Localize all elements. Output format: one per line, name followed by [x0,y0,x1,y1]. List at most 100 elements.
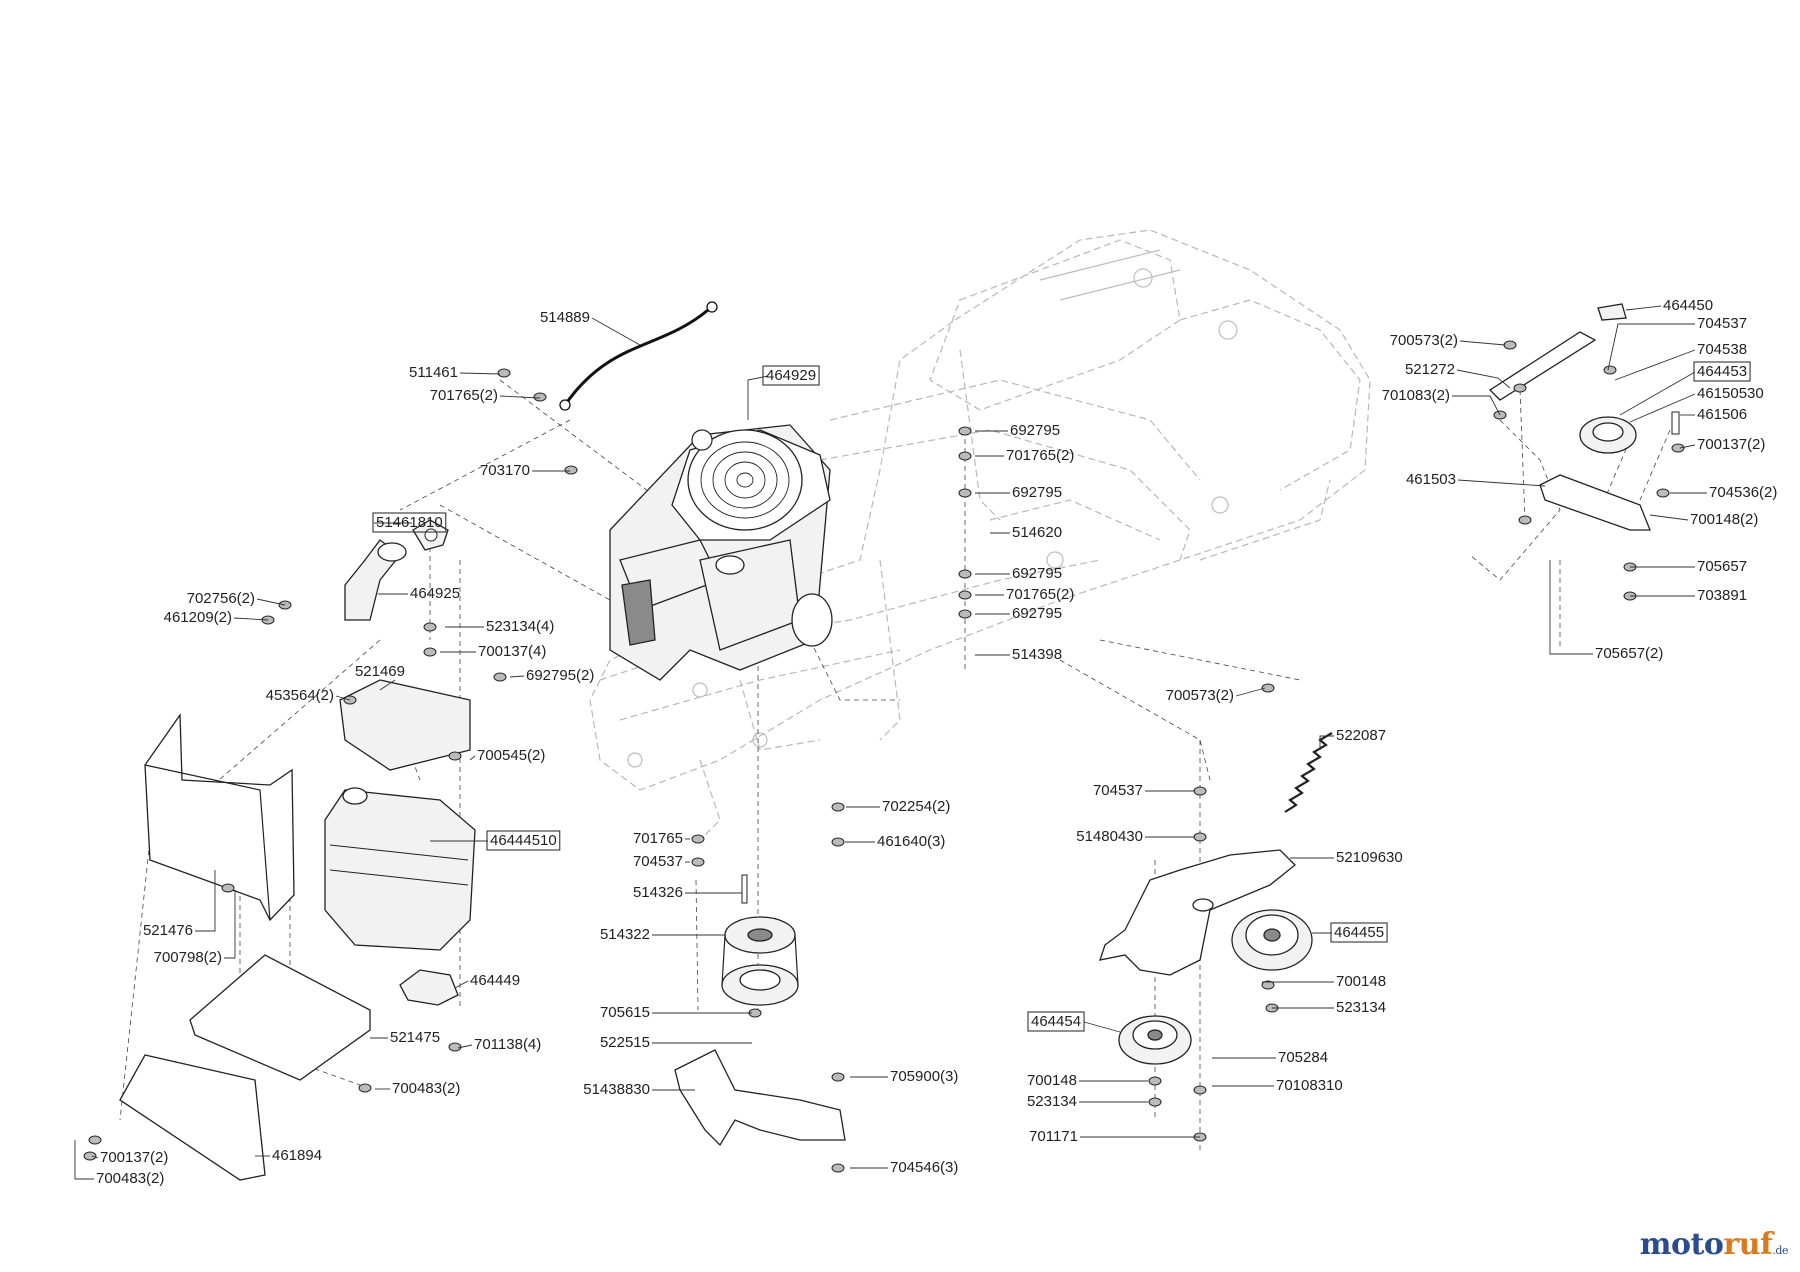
part-number-label: 705900(3) [890,1068,958,1085]
part-number-label: 700148(2) [1690,511,1758,528]
part-number-label: 705615 [600,1004,650,1021]
part-number-label: 51438830 [583,1081,650,1098]
pin-461506 [1671,411,1680,435]
fastener-icon [958,590,972,600]
part-number-label: 521476 [143,922,193,939]
part-number-label: 701765(2) [1006,586,1074,603]
leader-line [591,317,641,346]
fastener-icon [831,802,845,812]
idler-pulley-lower [1118,1015,1192,1065]
part-number-label: 52109630 [1336,849,1403,866]
part-number-label: 521469 [355,663,405,680]
brand-watermark: motoruf.de [1639,1227,1789,1262]
fastener-icon [358,1083,372,1093]
engine-pulley [721,916,799,1006]
label-box [762,365,820,386]
part-number-label: 701138(4) [474,1036,541,1053]
leader-line [1629,393,1696,423]
part-number-label: 514889 [540,309,590,326]
fastener-icon [1518,515,1532,525]
leader-line [1083,1021,1121,1033]
part-number-label: 700545(2) [477,747,545,764]
leader-line [509,675,525,678]
fastener-icon [497,368,511,378]
leader-line [1607,323,1695,371]
idler-arm [1099,849,1296,976]
part-number-label: 523134 [1336,999,1386,1016]
part-number-label: 70108310 [1276,1077,1343,1094]
fastener-icon [564,465,578,475]
leader-line [1456,369,1511,389]
engine-fan-grille [700,441,790,519]
fastener-icon [448,1042,462,1052]
part-number-label: 702756(2) [187,590,255,607]
leader-line [1319,735,1334,750]
leader-line [224,890,236,959]
part-labels: 514889511461701765(2)4649297031705146181… [74,297,1777,1187]
part-number-label: 704546(3) [890,1159,958,1176]
fastener-icon [958,451,972,461]
part-number-label: 514326 [633,884,683,901]
part-number-label: 523134(4) [486,618,554,635]
part-number-label: 521475 [390,1029,440,1046]
leader-line [459,372,501,375]
fastener-icon [1603,365,1617,375]
part-number-label: 701083(2) [1382,387,1450,404]
part-number-label: 702254(2) [882,798,950,815]
fastener-icon [423,622,437,632]
part-number-label: 704537 [1697,315,1747,332]
fastener-icon [831,1163,845,1173]
leader-line [1649,514,1689,521]
clip-464450 [1597,303,1627,321]
lower-plate [189,954,371,1081]
fastener-icon [958,426,972,436]
part-number-label: 704538 [1697,341,1747,358]
leader-line [1459,340,1506,346]
fastener-icon [1193,786,1207,796]
leader-line [1457,479,1546,487]
exhaust-clamp [399,969,459,1006]
leader-line [1452,395,1501,416]
part-number-label: 700483(2) [392,1080,460,1097]
right-bracket [1539,474,1651,531]
fastener-icon [1193,832,1207,842]
part-number-label: 700148 [1027,1072,1077,1089]
part-number-label: 700483(2) [96,1170,164,1187]
fastener-icon [1656,488,1670,498]
idler-pulley-upper [1231,909,1313,971]
part-number-label: 46444510 [490,832,557,849]
label-box [486,830,561,851]
fastener-icon [1261,980,1275,990]
rear-bracket-521272 [1488,331,1597,401]
part-number-label: 461506 [1697,406,1747,423]
leader-line [335,695,351,701]
fastener-icon [958,488,972,498]
leader-line [379,679,396,691]
part-number-label: 700137(2) [100,1149,168,1166]
part-number-label: 704537 [633,853,683,870]
part-number-label: 461503 [1406,471,1456,488]
leader-line [1614,349,1696,381]
leader-line [1235,687,1266,697]
fastener-icon [691,834,705,844]
part-number-label: 701765(2) [430,387,498,404]
fastener-icon [221,883,235,893]
muffler [324,787,476,951]
part-number-label: 701765(2) [1006,447,1074,464]
part-number-label: 692795 [1012,484,1062,501]
idler-bracket [674,1049,846,1147]
part-number-label: 514322 [600,926,650,943]
fastener-icon [958,569,972,579]
ground-cable [563,308,709,406]
fastener-icon [448,751,462,761]
fastener-icon [958,609,972,619]
part-number-label: 461640(3) [877,833,945,850]
part-number-label: 700137(2) [1697,436,1765,453]
part-number-label: 700573(2) [1166,687,1234,704]
label-box [1330,922,1388,943]
part-number-label: 705657 [1697,558,1747,575]
leader-line [256,598,286,606]
watermark-brand-a: moto [1639,1227,1724,1262]
part-number-label: 51480430 [1076,828,1143,845]
